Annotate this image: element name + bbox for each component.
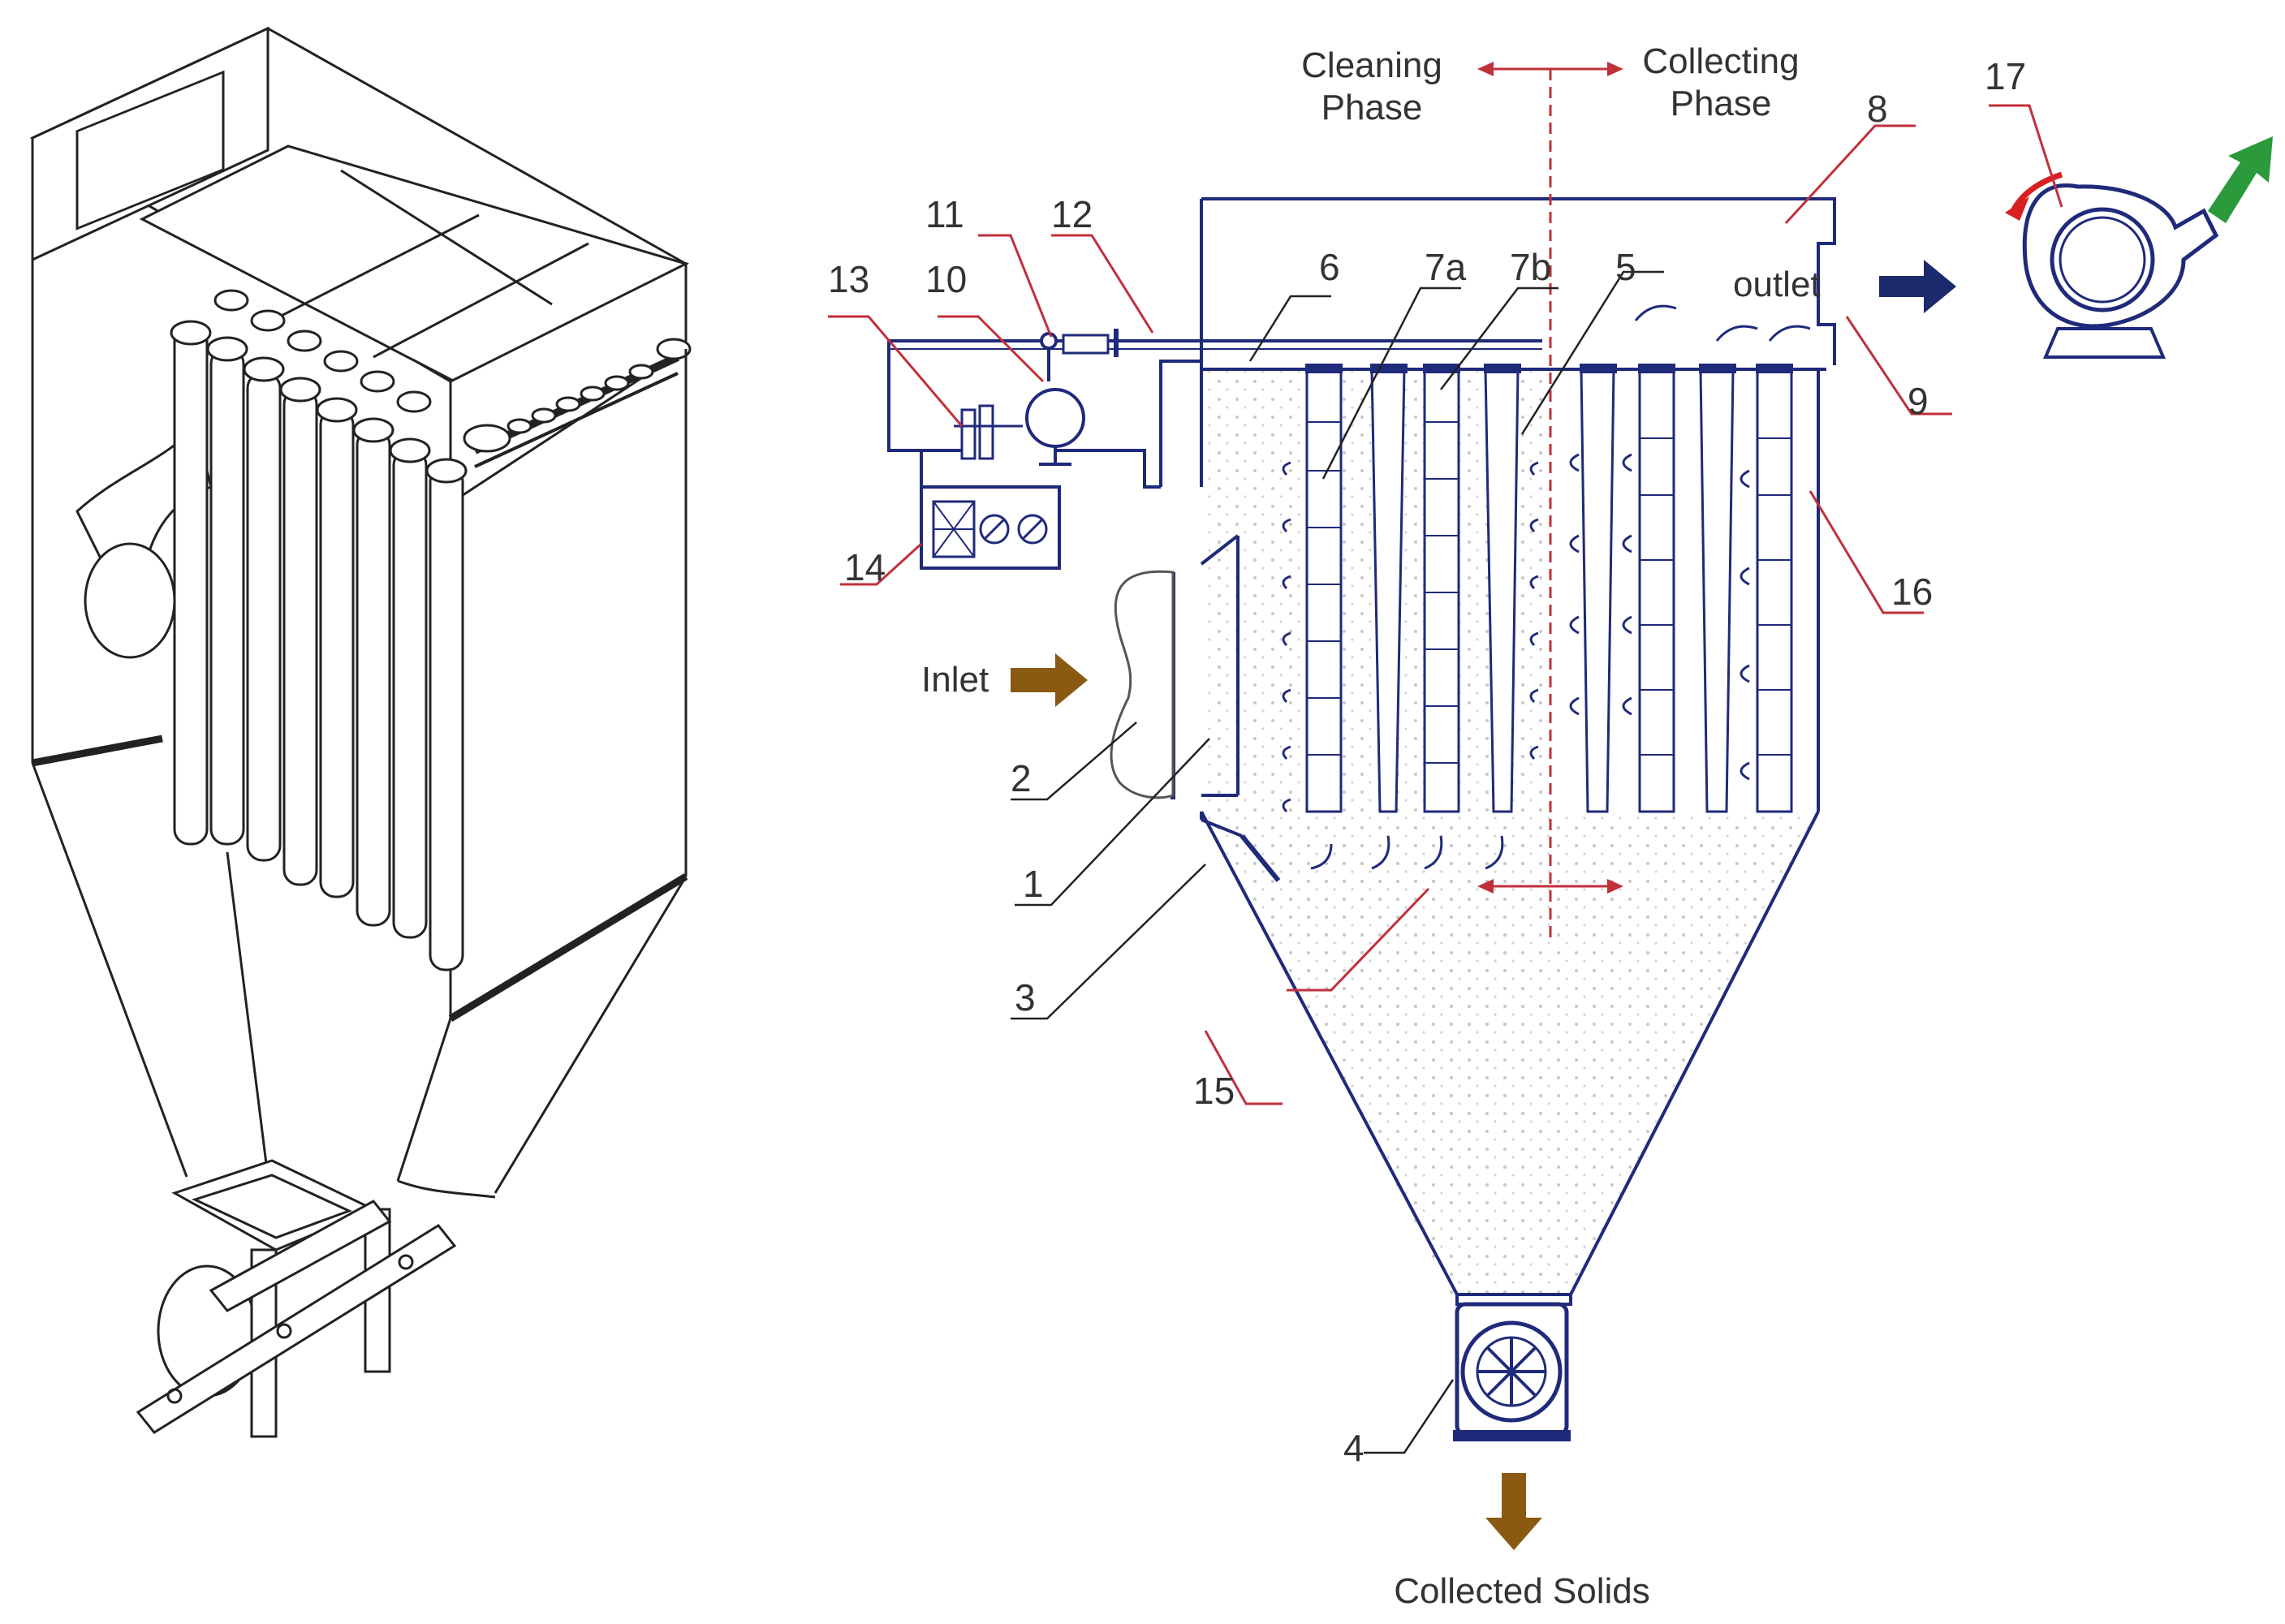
fan-green-arrow [2208,136,2273,223]
diaphragm-valve [1025,388,1085,448]
part-number-8: 8 [1867,88,1888,130]
inlet-label: Inlet [921,660,989,700]
schematic: Cleaning Phase Collecting Phase Inlet ou… [828,41,2273,1611]
outlet-arrow [1879,260,1956,313]
inlet-duct [1110,570,1175,799]
isometric-baghouse-drawing [29,26,692,1438]
isometric-filter-bags [170,289,468,971]
part-number-16: 16 [1891,571,1933,613]
cleaning-phase-line2: Phase [1321,88,1423,127]
isometric-rotary-valve [136,1159,457,1438]
collected-solids-label: Collected Solids [1394,1571,1650,1611]
outlet-label: outlet [1733,265,1821,304]
part-number-6: 6 [1319,246,1340,288]
phase-arrows-top [1477,62,1623,76]
collected-solids-arrow [1485,1473,1542,1550]
part-number-1: 1 [1023,863,1044,905]
filter-bags-collecting [1569,304,1811,813]
part-number-4: 4 [1343,1427,1365,1469]
part-number-12: 12 [1051,193,1093,235]
dust-zone-hopper-2 [1205,812,1818,1299]
collecting-phase-line2: Phase [1671,84,1772,123]
part-number-13: 13 [828,258,869,300]
cleaning-phase-line1: Cleaning [1301,45,1442,85]
phase-arrows-bottom [1477,879,1623,894]
exhaust-fan [2005,136,2273,359]
part-number-17: 17 [1985,55,2026,97]
part-number-15: 15 [1193,1070,1235,1112]
rotary-airlock-valve [1453,1302,1571,1441]
leader-lines [828,104,2063,1454]
part-number-5: 5 [1615,246,1636,288]
filter-bags-cleaning [1305,364,1521,870]
part-number-10: 10 [925,258,967,300]
part-number-14: 14 [844,546,886,588]
collecting-phase-line1: Collecting [1642,41,1799,81]
compressed-air-piping [887,329,1542,570]
cleaning-jet-marks [1282,461,1539,813]
part-number-11: 11 [925,193,964,235]
part-number-2: 2 [1011,757,1032,799]
strip-nozzles [463,338,692,453]
part-number-9: 9 [1908,380,1929,422]
part-number-7a: 7a [1425,246,1467,288]
inlet-arrow [1011,653,1088,707]
part-number-7b: 7b [1510,246,1551,288]
part-number-3: 3 [1015,976,1036,1019]
